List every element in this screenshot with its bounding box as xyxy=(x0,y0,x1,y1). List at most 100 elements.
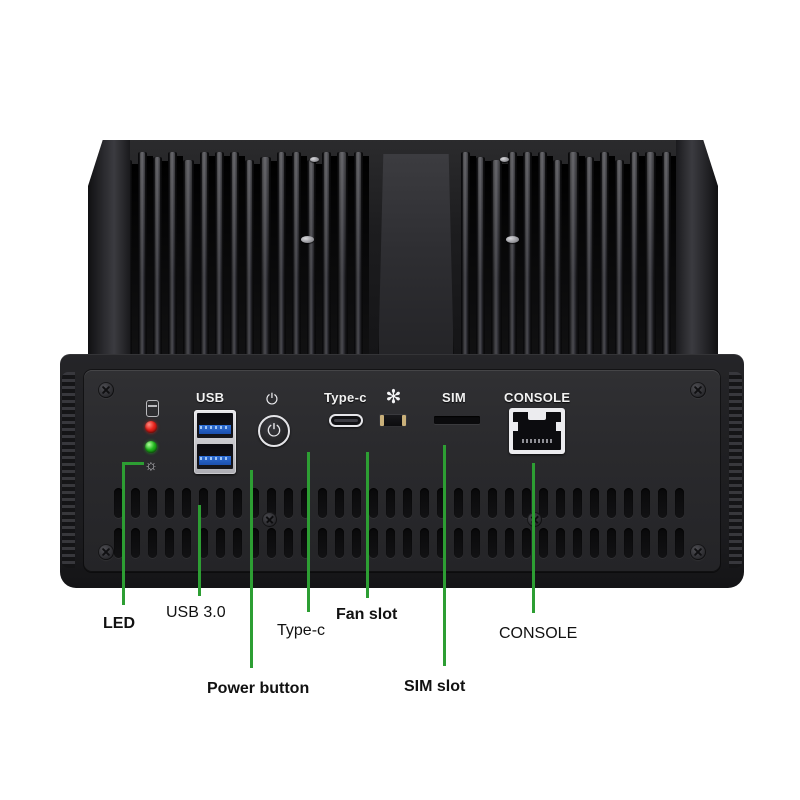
heatsink-fin-gap xyxy=(594,161,600,370)
plate-screw-bottom-right xyxy=(690,544,706,560)
heatsink-fin xyxy=(662,152,671,370)
heatsink-fin xyxy=(277,152,286,370)
vent-slot xyxy=(267,528,276,558)
vent-slot xyxy=(114,488,123,518)
power-status-led xyxy=(145,441,157,453)
heatsink-fin-gap xyxy=(532,156,538,370)
vent-slot xyxy=(335,528,344,558)
vent-slot xyxy=(505,528,514,558)
heatsink-fin xyxy=(491,160,502,370)
fan-slot[interactable] xyxy=(379,414,407,427)
vent-slot xyxy=(641,528,650,558)
heatsink-fin xyxy=(585,157,594,370)
vent-slot xyxy=(369,528,378,558)
vent-slot xyxy=(335,488,344,518)
usb-contact-tongue xyxy=(199,425,231,434)
heatsink-screw xyxy=(310,157,319,162)
heatsink-fin-gap xyxy=(624,164,630,370)
console-port-label: CONSOLE xyxy=(504,390,571,405)
vent-slot xyxy=(284,528,293,558)
vent-slot xyxy=(573,528,582,558)
vent-screw-left xyxy=(262,512,277,527)
usb-contact-tongue xyxy=(199,456,231,465)
type-c-port[interactable] xyxy=(329,414,363,427)
callout-label-type-c: Type-c xyxy=(277,622,326,639)
heatsink-fin-gap xyxy=(331,156,337,370)
console-rj45-port[interactable] xyxy=(509,408,565,454)
vent-slot xyxy=(488,488,497,518)
vent-slot xyxy=(471,528,480,558)
heatsink-fin-gap xyxy=(547,156,553,370)
power-button-icon: ⏻ xyxy=(267,421,281,440)
heatsink-fin xyxy=(600,152,609,370)
rj45-cavity xyxy=(513,412,561,450)
ventilation-grille xyxy=(114,488,692,564)
vent-slot xyxy=(386,488,395,518)
heatsink-fin xyxy=(523,152,532,370)
heatsink-fin-gap xyxy=(177,156,183,370)
vent-slot xyxy=(267,488,276,518)
heatsink-fin-gap xyxy=(562,164,568,370)
led-light-icon: ☼ xyxy=(144,457,158,474)
heatsink-fin-gap xyxy=(609,156,615,370)
heatsink-fin xyxy=(292,152,301,370)
heatsink-fin xyxy=(215,152,224,370)
vent-slot xyxy=(250,488,259,518)
vent-slot xyxy=(318,528,327,558)
rj45-tab-left xyxy=(513,422,518,431)
vent-slot xyxy=(590,488,599,518)
heatsink-fin xyxy=(245,160,254,370)
rj45-contact-pins xyxy=(522,439,552,443)
heatsink-fin xyxy=(508,152,517,370)
vent-slot xyxy=(624,488,633,518)
vent-slot xyxy=(488,528,497,558)
heatsink-fin-gap xyxy=(194,164,200,370)
callout-line-sim-slot xyxy=(443,445,446,666)
usb-3-ports[interactable] xyxy=(194,410,236,474)
vent-slot xyxy=(165,528,174,558)
vent-slot xyxy=(182,528,191,558)
heatsink-fin-gap xyxy=(485,161,491,370)
vent-slot xyxy=(641,488,650,518)
heatsink-fin-gap xyxy=(239,156,245,370)
vent-slot xyxy=(199,528,208,558)
vent-slot xyxy=(607,528,616,558)
heatsink-fin xyxy=(538,152,547,370)
heatsink-fin xyxy=(307,160,316,370)
heatsink-fin-gap xyxy=(671,156,677,370)
vent-slot xyxy=(148,488,157,518)
chassis-front: ☼ USB ⏻ ⏻ Type-c xyxy=(60,354,744,588)
callout-label-fan-slot: Fan slot xyxy=(336,606,398,623)
heatsink-fin-gap xyxy=(316,164,322,370)
sim-card-slot[interactable] xyxy=(434,416,480,424)
vent-slot xyxy=(420,488,429,518)
heatsink-fin xyxy=(153,157,162,370)
callout-line-usb3 xyxy=(198,505,201,596)
heatsink-fin xyxy=(200,152,209,370)
heatsink-fin-gap xyxy=(209,156,215,370)
callout-line-led xyxy=(122,462,125,605)
usb-port-upper[interactable] xyxy=(197,413,233,438)
vent-slot xyxy=(148,528,157,558)
heatsink-fin-gap xyxy=(363,156,369,370)
vent-slot xyxy=(573,488,582,518)
heatsink-fin xyxy=(168,152,177,370)
heatsink-screw xyxy=(500,157,509,162)
vent-slot xyxy=(454,488,463,518)
mini-pc-device: ☼ USB ⏻ ⏻ Type-c xyxy=(60,140,744,588)
power-symbol-icon: ⏻ xyxy=(266,391,278,408)
power-button[interactable]: ⏻ xyxy=(258,415,290,447)
vent-slot xyxy=(420,528,429,558)
heatsink-left-edge xyxy=(88,140,130,370)
heatsink-fin xyxy=(354,152,363,370)
heatsink-fin-gap xyxy=(271,161,277,370)
rj45-latch-notch xyxy=(528,412,546,420)
type-c-port-label: Type-c xyxy=(324,390,367,405)
plate-screw-bottom-left xyxy=(98,544,114,560)
vent-slot xyxy=(539,528,548,558)
usb-port-lower[interactable] xyxy=(197,444,233,469)
usb-port-label: USB xyxy=(196,390,225,405)
vent-slot xyxy=(505,488,514,518)
vent-slot xyxy=(131,488,140,518)
